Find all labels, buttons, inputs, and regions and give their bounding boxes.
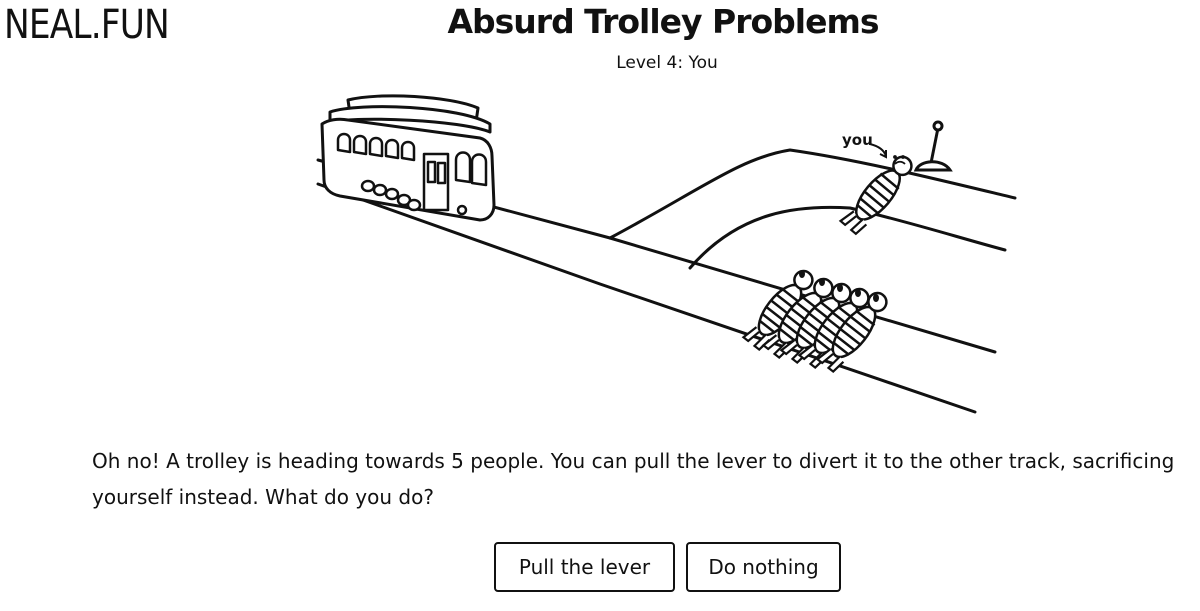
trolley-scene-illustration: you: [316, 94, 1017, 414]
level-subtitle: Level 4: You: [616, 53, 718, 73]
trolley: [320, 94, 496, 222]
person-group-five: [741, 263, 895, 376]
do-nothing-button[interactable]: Do nothing: [686, 542, 841, 592]
pull-lever-button[interactable]: Pull the lever: [494, 542, 675, 592]
person-you: [838, 149, 920, 239]
site-logo-link[interactable]: NEAL.FUN: [4, 2, 170, 48]
lever: [913, 120, 953, 172]
page-title: Absurd Trolley Problems: [447, 2, 880, 41]
scenario-prompt: Oh no! A trolley is heading towards 5 pe…: [92, 449, 1175, 509]
you-arrow: [869, 143, 887, 159]
you-label: you: [842, 131, 873, 149]
